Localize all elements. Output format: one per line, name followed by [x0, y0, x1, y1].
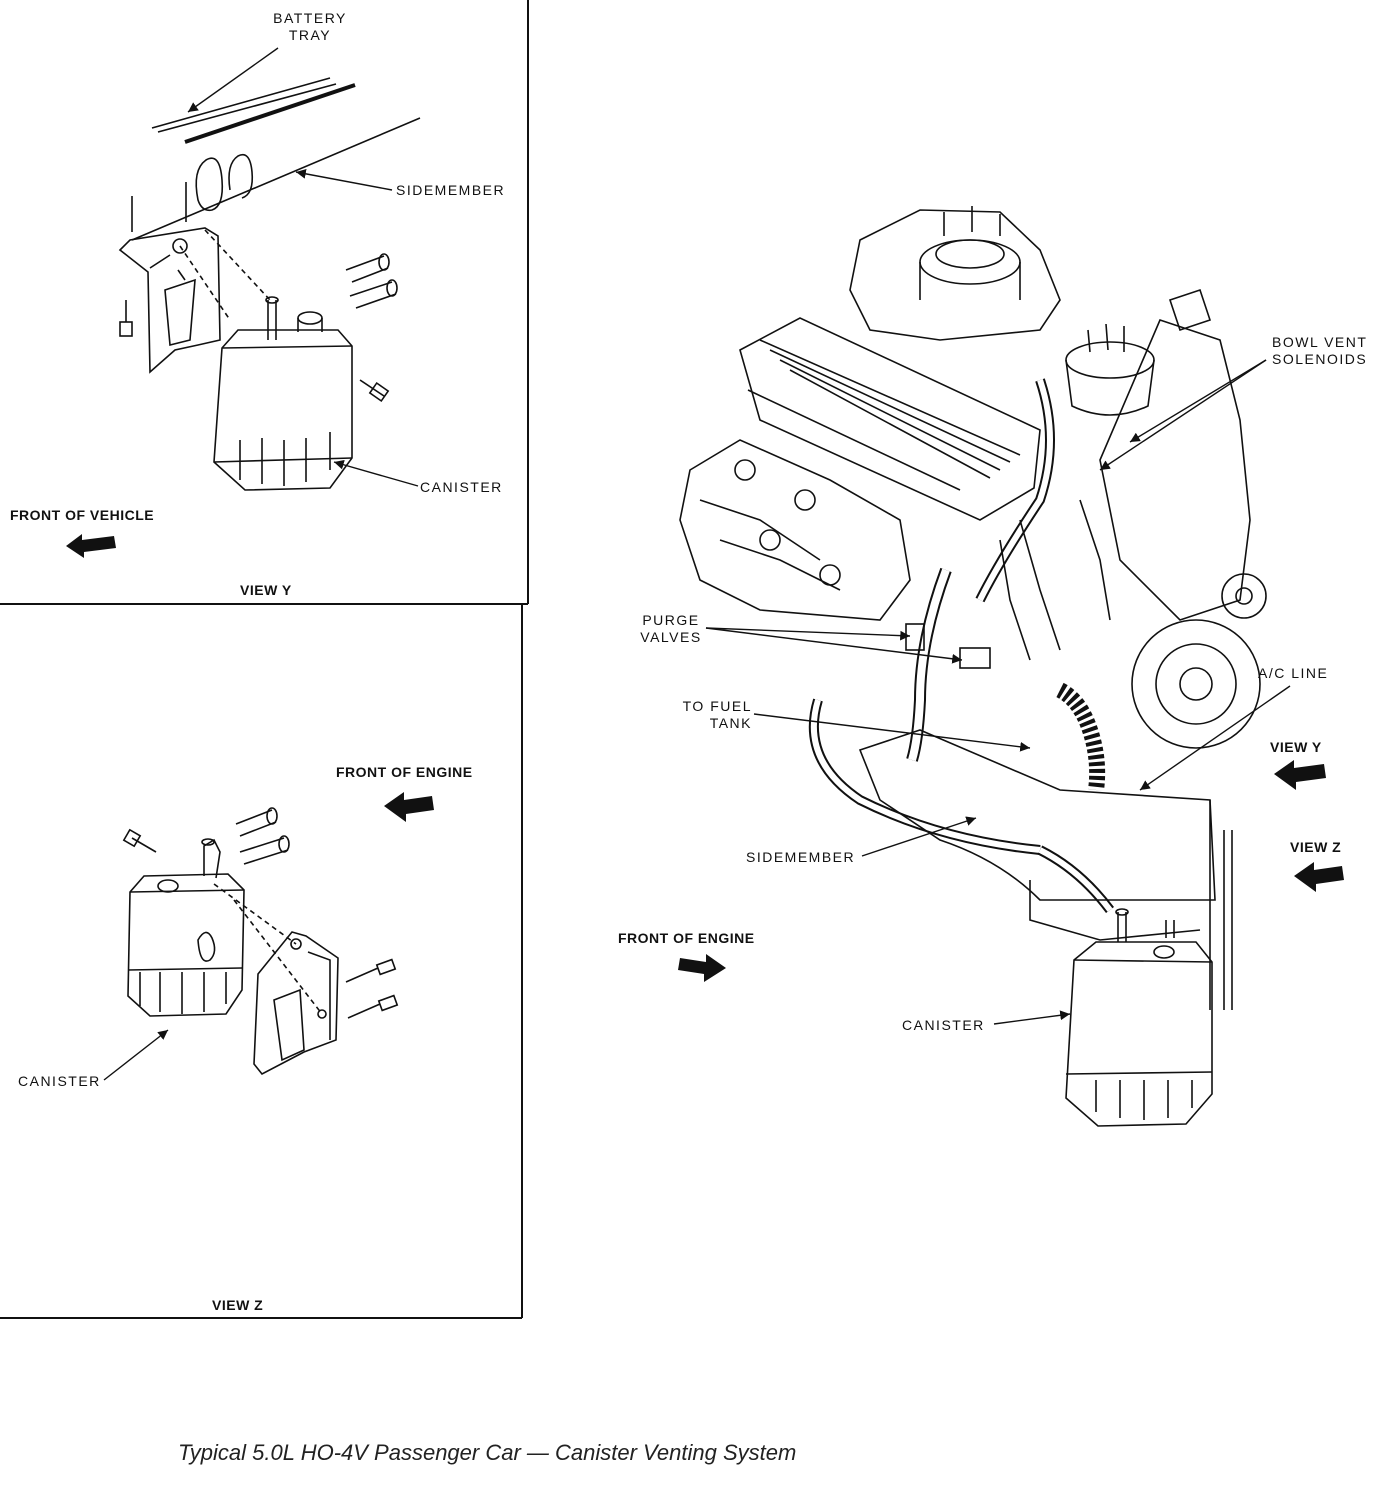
to-fuel-tank-label-line1: TO FUEL [682, 698, 752, 714]
purge-valves-label-line1: PURGE [642, 612, 700, 628]
view-y-sidemember-label: SIDEMEMBER [396, 182, 506, 198]
main-sidemember-label: SIDEMEMBER [746, 849, 856, 865]
view-z-front-of-engine-label: FRONT OF ENGINE [336, 764, 473, 780]
view-y-reference-label: VIEW Y [1270, 739, 1322, 755]
engine-drawing [679, 206, 1267, 1127]
view-z-drawing [122, 807, 399, 1076]
ac-line-label: A/C LINE [1258, 665, 1329, 681]
battery-tray-label-line2: TRAY [288, 27, 332, 43]
view-z-canister-label: CANISTER [18, 1073, 101, 1089]
view-y-title: VIEW Y [240, 582, 292, 598]
view-y-canister-label: CANISTER [420, 479, 503, 495]
bowl-vent-solenoids-label: BOWL VENT SOLENOIDS [1272, 334, 1367, 368]
view-z-front-arrow [384, 792, 434, 822]
battery-tray-label: BATTERY TRAY [250, 10, 370, 44]
battery-tray-label-line1: BATTERY [273, 10, 347, 26]
direction-arrows [678, 760, 1344, 982]
purge-valves-label-line2: VALVES [640, 629, 702, 645]
bowl-vent-label-line2: SOLENOIDS [1272, 351, 1368, 367]
view-z-leaders [103, 1029, 169, 1081]
purge-valves-label: PURGE VALVES [626, 612, 716, 646]
view-y-leaders [187, 47, 419, 487]
view-z-title: VIEW Z [212, 1297, 264, 1313]
front-of-vehicle-arrow [66, 534, 116, 558]
to-fuel-tank-label: TO FUEL TANK [660, 698, 752, 732]
front-of-vehicle-label: FRONT OF VEHICLE [10, 507, 155, 523]
main-canister-label: CANISTER [902, 1017, 985, 1033]
view-y-drawing [118, 77, 421, 491]
view-z-reference-label: VIEW Z [1290, 839, 1342, 855]
engine-leaders [705, 359, 1291, 1025]
main-front-of-engine-label: FRONT OF ENGINE [618, 930, 755, 946]
inset-frames [0, 0, 529, 1319]
to-fuel-tank-label-line2: TANK [709, 715, 752, 731]
figure-caption: Typical 5.0L HO-4V Passenger Car — Canis… [178, 1440, 797, 1465]
bowl-vent-label-line1: BOWL VENT [1272, 334, 1368, 350]
